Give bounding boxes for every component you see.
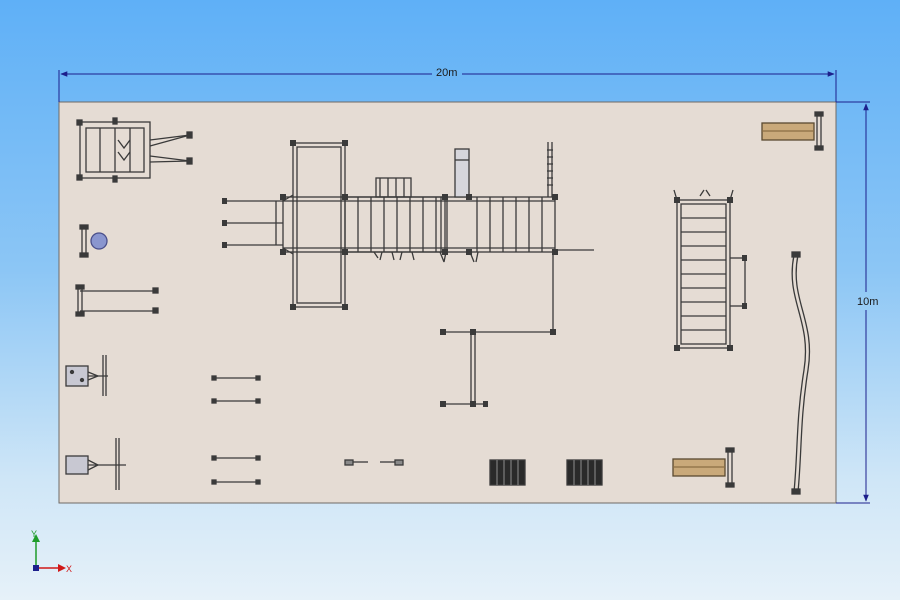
axis-x-label: X <box>66 564 73 574</box>
parallel-bars-equipment <box>75 284 159 317</box>
rubber-mat-2 <box>566 459 603 486</box>
axis-y-label: Y <box>31 529 38 539</box>
low-bars-equipment <box>211 375 261 485</box>
width-dimension <box>58 70 837 102</box>
rubber-mat-1 <box>489 459 526 486</box>
fitness-station-2 <box>65 438 126 490</box>
step-posts <box>344 459 404 466</box>
wavy-balance-beam <box>791 251 811 495</box>
bench-bottom-right <box>672 447 735 488</box>
width-dimension-label: 20m <box>436 67 458 79</box>
balance-post-equipment <box>79 224 108 258</box>
climbing-frame-equipment <box>76 117 193 183</box>
axis-triad <box>32 534 66 572</box>
fitness-station-1 <box>65 355 108 396</box>
ladder-climber-frame <box>673 189 747 351</box>
height-dimension <box>836 101 870 504</box>
central-play-structure <box>222 140 594 407</box>
height-dimension-label: 10m <box>857 296 879 308</box>
bench-top-right <box>761 111 824 151</box>
